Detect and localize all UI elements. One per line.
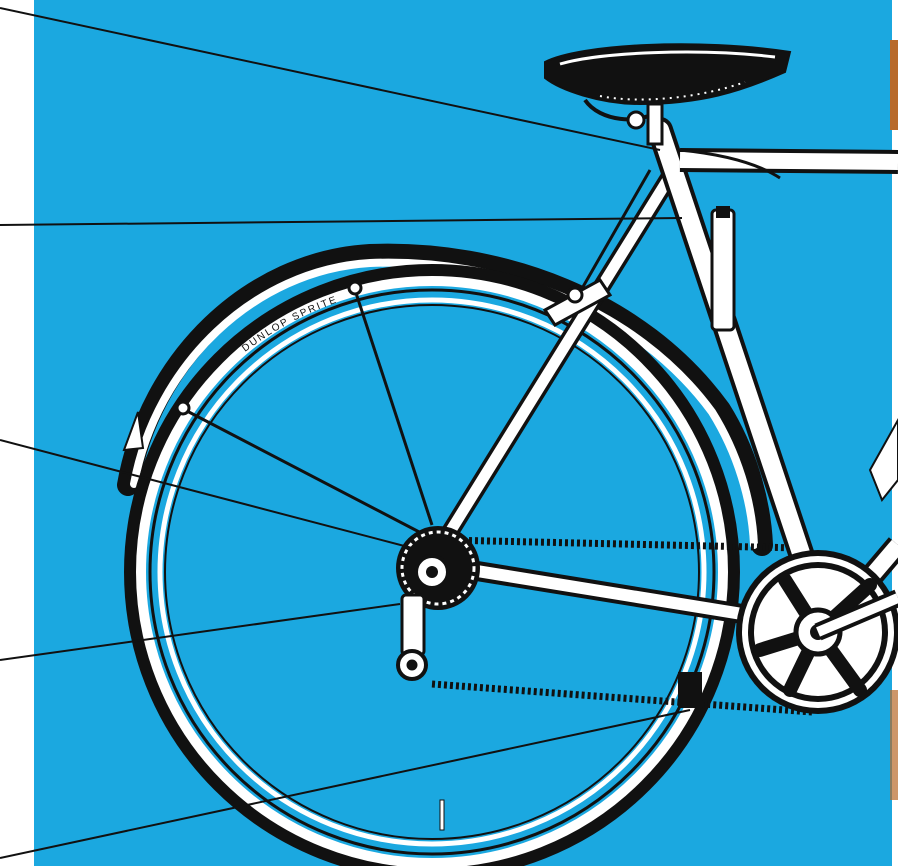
chainring [736, 550, 898, 714]
rear-derailleur [398, 595, 426, 679]
valve-icon [440, 800, 444, 830]
pump [712, 206, 734, 330]
chain-guide [678, 672, 702, 708]
edge-accent [890, 40, 898, 130]
edge-accent-lower [890, 690, 898, 800]
